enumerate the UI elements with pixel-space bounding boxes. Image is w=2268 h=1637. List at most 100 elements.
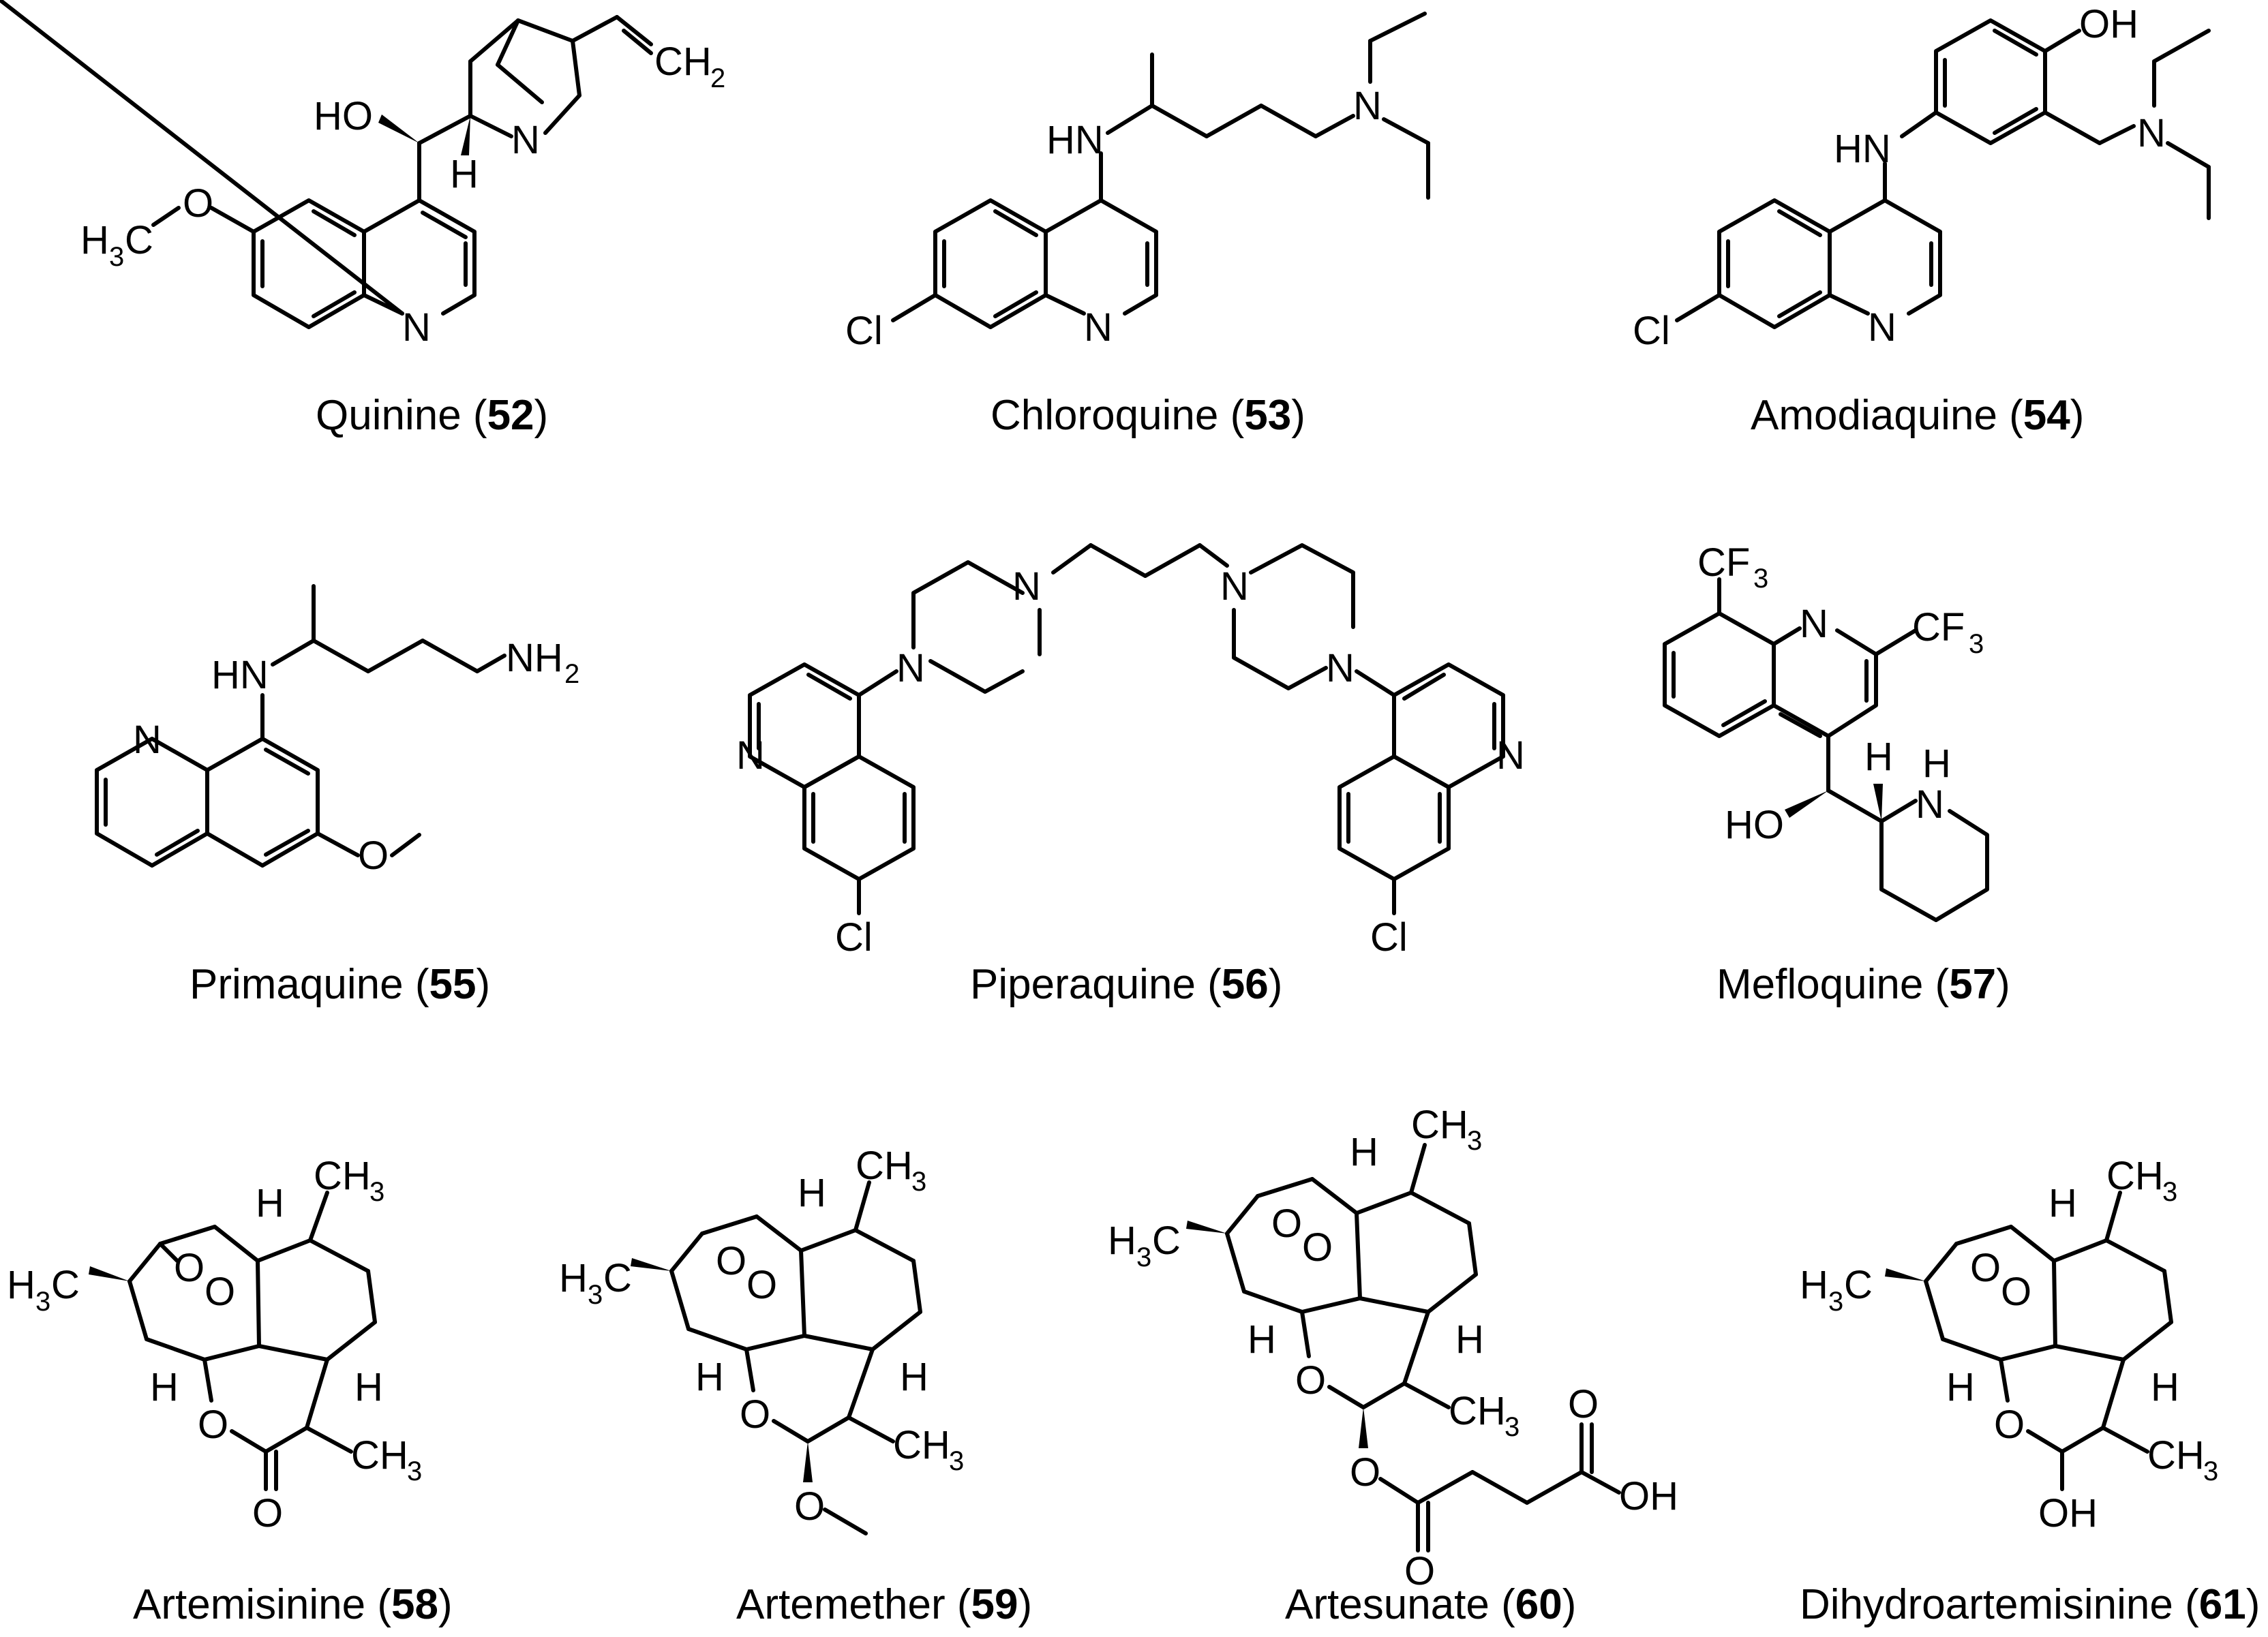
quinine-bridge-n: N — [511, 118, 540, 162]
mefloquine-nh-n: N — [1916, 782, 1944, 827]
dha-h3c-h: H — [1800, 1263, 1828, 1307]
artemether-ch3-b-sub: 3 — [949, 1446, 964, 1476]
artemether-ch3: CH — [856, 1144, 913, 1188]
quinine-ch2: CH — [654, 40, 712, 84]
quinine-ch2-sub: 2 — [710, 63, 725, 93]
caption-mefloquine: Mefloquine (57) — [1717, 961, 2010, 1008]
artesunate-h3c-c: C — [1152, 1219, 1181, 1263]
structure-artemisinine: O O H 3 C CH 3 H H H O O CH 3 — [7, 1154, 422, 1535]
structure-quinine: N O H 3 C HO H N CH 2 — [0, 0, 725, 350]
caption-artesunate: Artesunate (60) — [1285, 1581, 1576, 1628]
primaquine-nh2-sub: 2 — [564, 659, 579, 689]
mefloquine-ring-n: N — [1800, 602, 1828, 646]
dha-h3c-c: C — [1844, 1263, 1873, 1307]
piperaquine-n2: N — [1012, 564, 1041, 609]
artesunate-acid-oh: OH — [1619, 1474, 1678, 1518]
artemisinine-carbonyl-o: O — [252, 1491, 283, 1535]
artesunate-ester-o: O — [1350, 1450, 1380, 1495]
artemether-h-right: H — [900, 1355, 928, 1399]
artemisinine-ch3: CH — [314, 1154, 371, 1198]
structure-primaquine: N O HN NH 2 — [95, 584, 579, 878]
artemisinine-h-right: H — [354, 1365, 383, 1409]
mefloquine-cf3a: CF — [1697, 540, 1750, 585]
dha-ring-o: O — [1994, 1403, 2025, 1447]
artemisinine-ring-o: O — [198, 1403, 228, 1447]
dha-ch3-b: CH — [2147, 1433, 2205, 1478]
mefloquine-cf3b-sub: 3 — [1969, 629, 1984, 659]
structure-chloroquine: N Cl HN N — [845, 12, 1430, 353]
quinine-methoxy-o: O — [183, 181, 213, 226]
caption-chloroquine: Chloroquine (53) — [991, 392, 1305, 439]
amodiaquine-ring-n: N — [1868, 305, 1896, 350]
caption-artemisinine: Artemisinine (58) — [133, 1581, 453, 1628]
primaquine-o: O — [358, 833, 389, 878]
piperaquine-n4: N — [1326, 646, 1355, 690]
quinine-h3c-h: H — [80, 218, 109, 262]
artesunate-o2: O — [1302, 1225, 1333, 1270]
dha-h-right: H — [2151, 1365, 2179, 1409]
mefloquine-cf3a-sub: 3 — [1753, 564, 1768, 594]
mefloquine-ho: HO — [1725, 803, 1784, 847]
quinine-h3c-sub: 3 — [109, 242, 124, 272]
mefloquine-nh-h: H — [1922, 741, 1951, 786]
artemether-o1: O — [716, 1239, 746, 1283]
artesunate-ring-o: O — [1295, 1358, 1326, 1403]
primaquine-hn: HN — [211, 653, 269, 697]
artemisinine-o2: O — [205, 1270, 235, 1314]
artemisinine-h3c-c: C — [51, 1263, 80, 1307]
piperaquine-right-quinoline-n: N — [1496, 733, 1525, 778]
structure-piperaquine: N Cl N N N N N Cl — [736, 543, 1525, 960]
artesunate-ch3-sub: 3 — [1467, 1126, 1482, 1156]
artesunate-h3c-sub: 3 — [1136, 1242, 1151, 1272]
dha-oh: OH — [2038, 1491, 2098, 1535]
dha-o2: O — [2001, 1270, 2031, 1314]
dha-ch3-sub: 3 — [2162, 1177, 2177, 1207]
primaquine-ring-n: N — [133, 718, 162, 762]
artesunate-h-top: H — [1350, 1130, 1378, 1174]
piperaquine-n3: N — [1220, 564, 1249, 609]
chloroquine-hn: HN — [1046, 118, 1104, 162]
caption-amodiaquine: Amodiaquine (54) — [1751, 392, 2084, 439]
artemisinine-h-left: H — [150, 1365, 179, 1409]
dha-h-top: H — [2048, 1181, 2077, 1225]
artemether-o2: O — [746, 1263, 777, 1307]
quinine-h: H — [450, 152, 479, 196]
artemisinine-ch3-b-sub: 3 — [407, 1456, 422, 1486]
artesunate-ch3-b-sub: 3 — [1505, 1412, 1519, 1442]
artemether-h-left: H — [695, 1355, 724, 1399]
quinine-h3c-c: C — [125, 218, 153, 262]
artemether-h3c-c: C — [603, 1256, 632, 1300]
caption-piperaquine: Piperaquine (56) — [970, 961, 1282, 1008]
artemether-ch3-sub: 3 — [911, 1167, 926, 1197]
artemether-ch3-b: CH — [893, 1423, 950, 1467]
artesunate-h3c-h: H — [1108, 1219, 1136, 1263]
chloroquine-ring-n: N — [1084, 305, 1113, 350]
artemether-methoxy-o: O — [794, 1484, 825, 1529]
amodiaquine-hn: HN — [1834, 127, 1891, 171]
artemisinine-ch3-b: CH — [351, 1433, 408, 1478]
artemether-ring-o: O — [740, 1392, 770, 1437]
structure-artemether: O O H 3 C CH 3 H H H O CH 3 O — [559, 1144, 964, 1535]
mefloquine-h: H — [1864, 735, 1893, 779]
artemether-h-top: H — [798, 1171, 826, 1215]
structure-dihydroartemisinine: O O H 3 C CH 3 H H H O CH 3 OH — [1800, 1154, 2218, 1535]
artesunate-o1: O — [1271, 1202, 1302, 1246]
artesunate-ch3: CH — [1411, 1103, 1468, 1147]
piperaquine-cl-right: Cl — [1370, 915, 1408, 960]
caption-quinine: Quinine (52) — [316, 392, 548, 439]
artemisinine-o1: O — [174, 1246, 205, 1290]
dha-h3c-sub: 3 — [1828, 1287, 1843, 1317]
amodiaquine-cl: Cl — [1633, 309, 1670, 353]
artemisinine-h3c-h: H — [7, 1263, 35, 1307]
primaquine-nh2: NH — [506, 636, 563, 680]
piperaquine-left-quinoline-n: N — [736, 733, 765, 778]
artemether-h3c-sub: 3 — [588, 1280, 603, 1310]
quinine-ho: HO — [314, 94, 373, 138]
piperaquine-n1: N — [896, 646, 925, 690]
caption-dihydroartemisinine: Dihydroartemisinine (61) — [1800, 1581, 2260, 1628]
artesunate-ester-carbonyl-o: O — [1404, 1549, 1435, 1593]
artemether-h3c-h: H — [559, 1256, 588, 1300]
mefloquine-cf3b: CF — [1912, 605, 1965, 649]
amodiaquine-oh: OH — [2079, 2, 2138, 46]
